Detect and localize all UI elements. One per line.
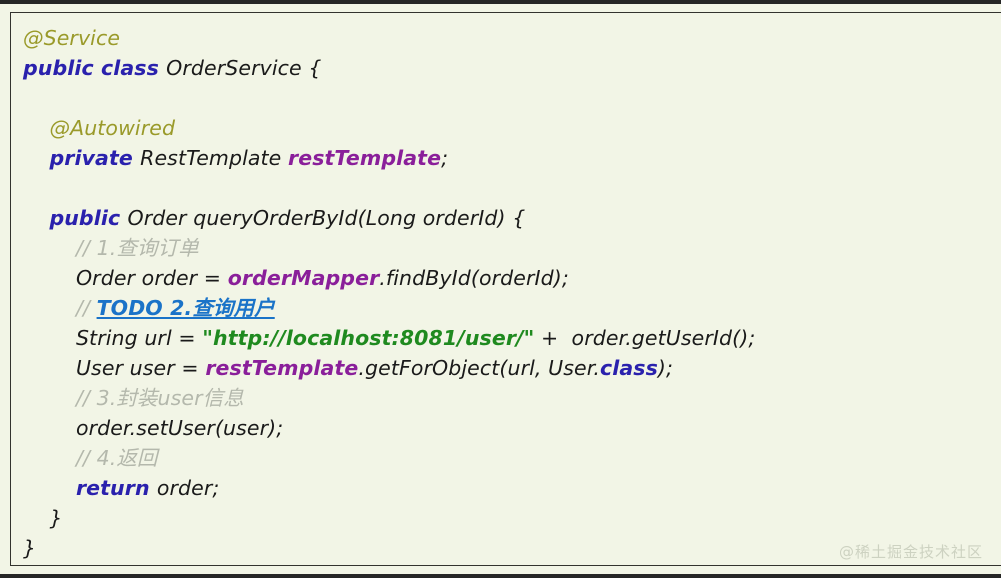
code-token-plain: String url = xyxy=(75,326,203,350)
code-token-keyword: private xyxy=(49,146,141,170)
code-line: } xyxy=(23,503,1001,533)
watermark-label: @稀土掘金技术社区 xyxy=(838,543,983,561)
code-indent xyxy=(23,236,76,260)
code-line: @Service xyxy=(23,23,1001,53)
code-indent xyxy=(23,296,76,320)
code-line: } xyxy=(23,533,1001,563)
code-indent xyxy=(23,146,49,170)
code-line: // TODO 2.查询用户 xyxy=(23,293,1001,323)
code-token-plain: ; xyxy=(441,146,449,170)
code-line: public class OrderService { xyxy=(23,53,1001,83)
code-token-plain: OrderService { xyxy=(166,56,322,80)
code-line: public Order queryOrderById(Long orderId… xyxy=(23,203,1001,233)
code-token-comment: // 4.返回 xyxy=(75,446,158,470)
code-token-plain: Order order = xyxy=(75,266,228,290)
code-token-plain: .getForObject(url, User. xyxy=(358,356,600,380)
code-token-annotation: @Autowired xyxy=(49,116,176,140)
code-token-plain: User user = xyxy=(75,356,206,380)
code-token-plain: ); xyxy=(657,356,674,380)
code-token-plain: } xyxy=(23,536,37,560)
code-token-comment: // 1.查询订单 xyxy=(75,236,199,260)
code-line: User user = restTemplate.getForObject(ur… xyxy=(23,353,1001,383)
code-indent xyxy=(23,356,76,380)
code-token-keyword: return xyxy=(75,476,157,500)
code-token-field: restTemplate xyxy=(205,356,359,380)
code-token-plain: RestTemplate xyxy=(140,146,289,170)
code-line: // 4.返回 xyxy=(23,443,1001,473)
code-indent xyxy=(23,386,76,410)
code-token-todo: TODO 2.查询用户 xyxy=(96,296,275,320)
code-block[interactable]: @Service public class OrderService { @Aut… xyxy=(11,13,1001,565)
code-indent xyxy=(23,266,76,290)
code-token-field: orderMapper xyxy=(227,266,380,290)
code-token-plain: order.setUser(user); xyxy=(75,416,284,440)
code-token-string: "http://localhost:8081/user/" xyxy=(202,326,535,350)
code-token-comment: // 3.封装user信息 xyxy=(75,386,244,410)
code-token-plain: Order queryOrderById(Long orderId) { xyxy=(127,206,526,230)
code-card: @Service public class OrderService { @Aut… xyxy=(10,12,1001,566)
code-indent xyxy=(23,326,76,350)
code-line: return order; xyxy=(23,473,1001,503)
code-line: // 1.查询订单 xyxy=(23,233,1001,263)
code-indent xyxy=(23,206,49,230)
code-token-annotation: @Service xyxy=(23,26,121,50)
code-line: // 3.封装user信息 xyxy=(23,383,1001,413)
code-token-keyword: public class xyxy=(23,56,167,80)
code-indent xyxy=(23,416,76,440)
code-line: String url = "http://localhost:8081/user… xyxy=(23,323,1001,353)
code-indent xyxy=(23,476,76,500)
code-token-plain: .findById(orderId); xyxy=(379,266,569,290)
code-token-plain: + order.getUserId(); xyxy=(534,326,756,350)
code-indent xyxy=(23,506,49,530)
code-line xyxy=(23,83,1001,113)
code-token-keyword: public xyxy=(49,206,128,230)
code-line: Order order = orderMapper.findById(order… xyxy=(23,263,1001,293)
code-line: private RestTemplate restTemplate; xyxy=(23,143,1001,173)
code-token-comment: // xyxy=(75,296,97,320)
code-line: @Autowired xyxy=(23,113,1001,143)
code-token-plain: order; xyxy=(156,476,220,500)
code-token-keyword: class xyxy=(600,356,658,380)
code-indent xyxy=(23,116,49,140)
code-indent xyxy=(23,446,76,470)
code-token-field: restTemplate xyxy=(288,146,442,170)
code-line xyxy=(23,173,1001,203)
code-token-plain: } xyxy=(49,506,63,530)
code-line: order.setUser(user); xyxy=(23,413,1001,443)
